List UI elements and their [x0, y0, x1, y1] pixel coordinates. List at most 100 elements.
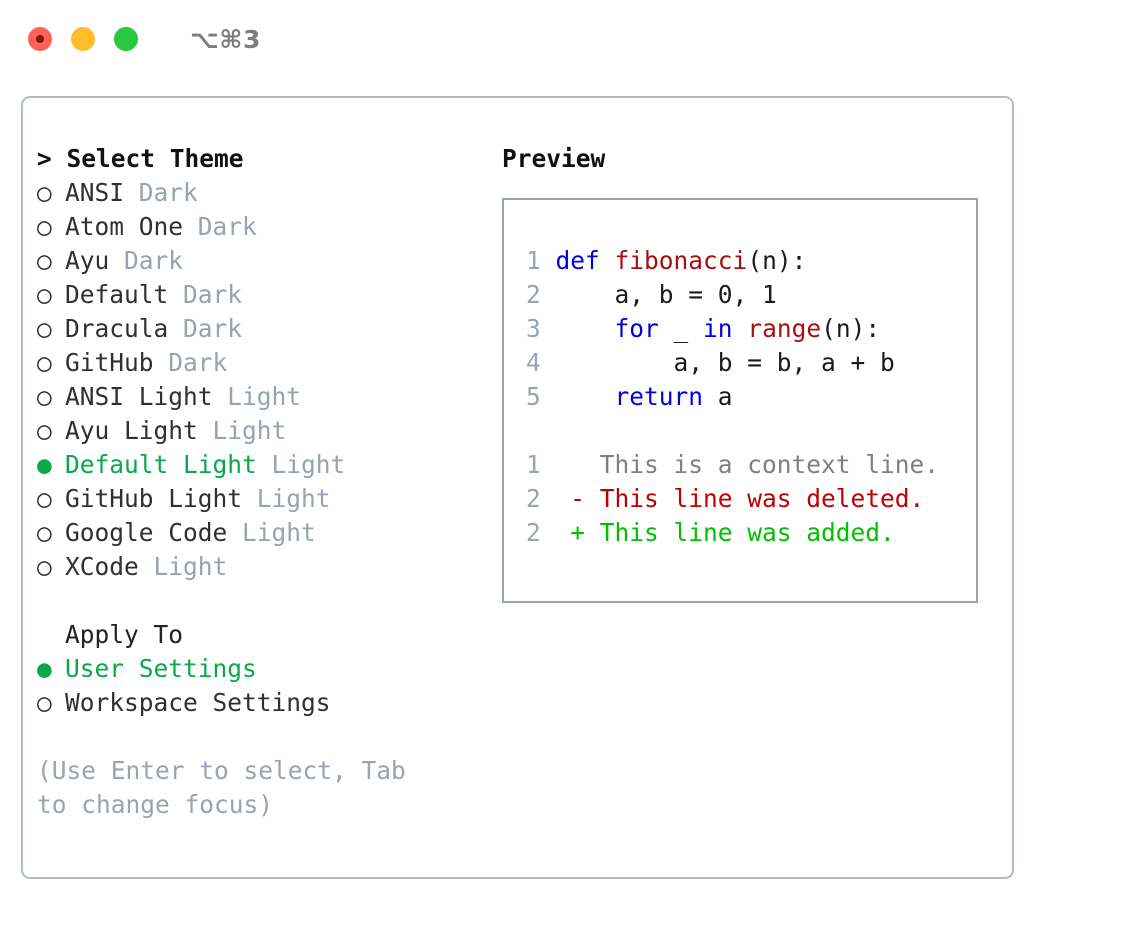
line-number: 2: [526, 518, 541, 547]
radio-unselected-icon: ○: [37, 314, 52, 343]
diff-text: This line was deleted.: [599, 484, 925, 513]
theme-option-ayu[interactable]: ○ Ayu Dark: [37, 244, 497, 278]
maximize-button[interactable]: [114, 27, 138, 51]
theme-option-ansi-light[interactable]: ○ ANSI Light Light: [37, 380, 497, 414]
line-number: 3: [526, 314, 541, 343]
radio-selected-icon: ●: [37, 450, 52, 479]
radio-unselected-icon: ○: [37, 178, 52, 207]
code-token: for: [614, 314, 659, 343]
theme-option-default-light[interactable]: ● Default Light Light: [37, 448, 497, 482]
theme-option-tag: Dark: [109, 246, 184, 275]
line-number: 1: [526, 450, 541, 479]
preview-panel: Preview 1 def fibonacci(n):2 a, b = 0, 1…: [502, 142, 1002, 603]
radio-unselected-icon: ○: [37, 552, 52, 581]
theme-option-xcode[interactable]: ○ XCode Light: [37, 550, 497, 584]
theme-option-ansi[interactable]: ○ ANSI Dark: [37, 176, 497, 210]
hint-spacer: [37, 720, 497, 754]
theme-option-tag: Dark: [168, 314, 243, 343]
minimize-button[interactable]: [71, 27, 95, 51]
theme-option-label: Default: [65, 280, 169, 309]
diff-sign: +: [540, 518, 600, 547]
theme-option-tag: Light: [212, 382, 302, 411]
theme-option-label: Default Light: [65, 450, 257, 479]
theme-option-label: Google Code: [65, 518, 228, 547]
theme-option-atom-one[interactable]: ○Atom One Dark: [37, 210, 497, 244]
diff-sign: -: [540, 484, 600, 513]
code-line: 2 a, b = 0, 1: [504, 278, 976, 312]
apply-to-option-user-settings[interactable]: ●User Settings: [37, 652, 497, 686]
diff-line: 1 This is a context line.: [504, 448, 976, 482]
theme-option-default[interactable]: ○ Default Dark: [37, 278, 497, 312]
radio-unselected-icon: ○: [37, 382, 52, 411]
radio-unselected-icon: ○: [37, 212, 52, 241]
code-token: a, b = 0, 1: [614, 280, 777, 309]
theme-option-tag: Dark: [124, 178, 198, 207]
theme-option-label: Ayu Light: [65, 416, 198, 445]
keyboard-shortcut-label: ⌥⌘3: [190, 24, 261, 54]
line-number: 5: [526, 382, 541, 411]
theme-option-tag: Light: [242, 484, 331, 513]
line-number: 4: [526, 348, 541, 377]
code-token: return: [614, 382, 704, 411]
theme-option-tag: Dark: [153, 348, 228, 377]
theme-option-label: Dracula: [65, 314, 169, 343]
code-indent: [541, 280, 615, 309]
radio-unselected-icon: ○: [37, 348, 52, 377]
theme-option-label: ANSI Light: [65, 382, 213, 411]
code-token: range: [747, 314, 822, 343]
theme-option-label: Ayu: [65, 246, 110, 275]
theme-option-tag: Light: [197, 416, 287, 445]
theme-option-tag: Light: [138, 552, 228, 581]
preview-title: Preview: [502, 144, 606, 173]
diff-line: 2 + This line was added.: [504, 516, 976, 550]
code-token: a, b = b, a + b: [673, 348, 895, 377]
apply-to-list: ●User Settings○Workspace Settings: [37, 652, 497, 720]
theme-option-dracula[interactable]: ○ Dracula Dark: [37, 312, 497, 346]
radio-unselected-icon: ○: [37, 484, 52, 513]
window-controls: [28, 27, 138, 51]
code-indent: [541, 382, 615, 411]
line-number: 1: [526, 246, 541, 275]
code-diff-gap: [504, 414, 976, 448]
diff-sign: [541, 450, 600, 479]
page-title: Select Theme: [66, 144, 244, 173]
keyboard-hint: (Use Enter to select, Tab to change focu…: [37, 756, 421, 819]
theme-option-label: XCode: [65, 552, 139, 581]
radio-unselected-icon: ○: [37, 246, 52, 275]
theme-option-label: Atom One: [65, 212, 184, 241]
close-button[interactable]: [28, 27, 52, 51]
theme-list-panel: > Select Theme ○ANSI Dark○Atom One Dark○…: [37, 142, 497, 822]
code-token: a: [703, 382, 733, 411]
theme-option-google-code[interactable]: ○Google Code Light: [37, 516, 497, 550]
radio-unselected-icon: ○: [37, 688, 52, 717]
line-number: 2: [526, 484, 541, 513]
code-line: 4 a, b = b, a + b: [504, 346, 976, 380]
code-token: def: [555, 246, 600, 275]
theme-option-tag: Dark: [168, 280, 243, 309]
code-token: (n):: [747, 246, 807, 275]
theme-option-tag: Light: [256, 450, 346, 479]
theme-option-label: GitHub: [65, 348, 154, 377]
radio-selected-icon: ●: [37, 654, 52, 683]
code-token: [600, 246, 615, 275]
theme-option-github[interactable]: ○ GitHub Dark: [37, 346, 497, 380]
code-line: 1 def fibonacci(n):: [504, 244, 976, 278]
theme-option-github-light[interactable]: ○ GitHub Light Light: [37, 482, 497, 516]
title-bar: ⌥⌘3: [0, 0, 1140, 78]
theme-selection-dialog: > Select Theme ○ANSI Dark○Atom One Dark○…: [21, 96, 1014, 879]
code-token: (n):: [821, 314, 881, 343]
theme-option-ayu-light[interactable]: ○ Ayu Light Light: [37, 414, 497, 448]
theme-option-label: GitHub Light: [65, 484, 243, 513]
code-token: _: [658, 314, 704, 343]
diff-line: 2 - This line was deleted.: [504, 482, 976, 516]
radio-unselected-icon: ○: [37, 280, 52, 309]
code-indent: [541, 246, 556, 275]
radio-unselected-icon: ○: [37, 416, 52, 445]
code-token: fibonacci: [614, 246, 748, 275]
line-number: 2: [526, 280, 541, 309]
theme-option-label: ANSI: [65, 178, 125, 207]
apply-to-option-workspace-settings[interactable]: ○Workspace Settings: [37, 686, 497, 720]
code-token: in: [703, 314, 733, 343]
